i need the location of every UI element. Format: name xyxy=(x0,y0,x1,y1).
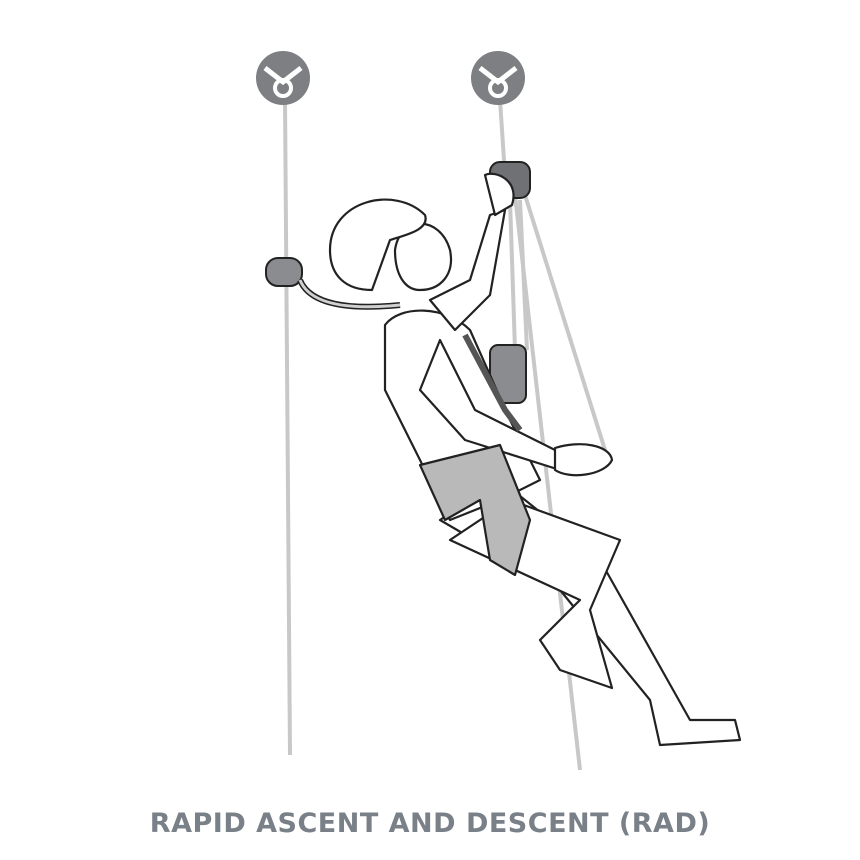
harness xyxy=(418,443,532,577)
climber xyxy=(328,172,742,747)
hand-upper xyxy=(483,172,515,217)
backup-device xyxy=(265,257,303,287)
helmet xyxy=(328,198,427,292)
ropes xyxy=(283,99,607,771)
hand-lower xyxy=(553,443,614,477)
left-rope xyxy=(283,99,292,756)
leg-front xyxy=(448,498,622,690)
caption: RAPID ASCENT AND DESCENT (RAD) xyxy=(149,808,711,839)
rope-pulley xyxy=(523,194,607,451)
anchor-icon xyxy=(471,51,525,105)
anchor-icon xyxy=(256,51,310,105)
